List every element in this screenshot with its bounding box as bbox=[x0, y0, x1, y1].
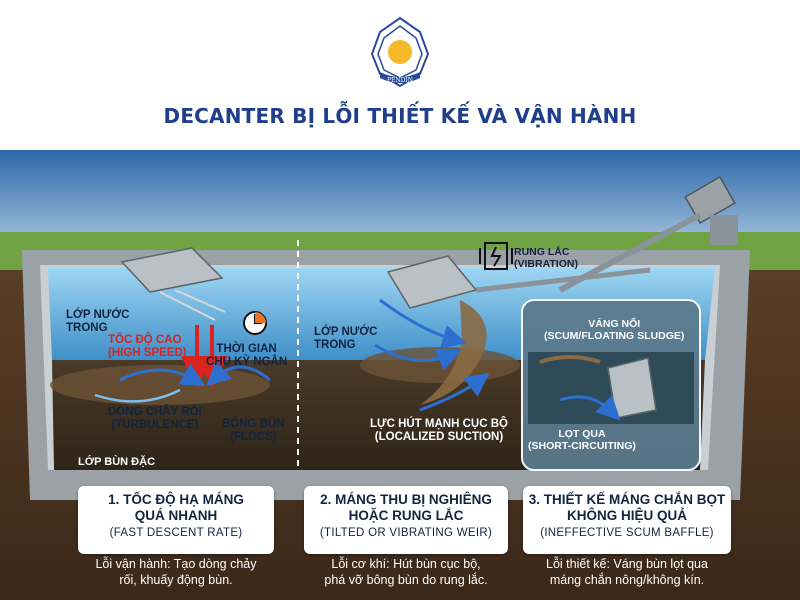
logo-icon: PENDIN bbox=[370, 16, 430, 88]
label-sludge-layer: LỚP BÙN ĐẶC bbox=[78, 456, 156, 468]
label-short-circuit: LỌT QUA (SHORT-CIRCUITING) bbox=[528, 428, 636, 453]
card-subtitle: (TILTED OR VIBRATING WEIR) bbox=[319, 527, 493, 540]
card-scum-baffle: 3. THIẾT KẾ MÁNG CHẮN BỌT KHÔNG HIỆU QUẢ… bbox=[523, 486, 731, 554]
page-title: DECANTER BỊ LỖI THIẾT KẾ VÀ VẬN HÀNH bbox=[163, 104, 637, 128]
label-clear-water-2: LỚP NƯỚC TRONG bbox=[314, 326, 378, 352]
note-mechanical: Lỗi cơ khí: Hút bùn cục bộ, phá vỡ bông … bbox=[324, 557, 488, 588]
note-design: Lỗi thiết kế: Váng bùn lọt qua máng chắn… bbox=[546, 557, 708, 588]
label-flocs: BÔNG BÙN (FLOCS) bbox=[222, 418, 285, 444]
logo-text: PENDIN bbox=[387, 77, 413, 84]
label-cycle-time: THỜI GIAN CHU KỲ NGẮN bbox=[206, 343, 288, 369]
card-title: 2. MÁNG THU BỊ NGHIÊNG HOẶC RUNG LẮC bbox=[320, 492, 492, 524]
label-high-speed: TỐC ĐỘ CAO (HIGH SPEED) bbox=[108, 334, 187, 360]
card-tilted-weir: 2. MÁNG THU BỊ NGHIÊNG HOẶC RUNG LẮC (TI… bbox=[304, 486, 508, 554]
decanter-actuator bbox=[558, 175, 738, 293]
decanter-weir-2 bbox=[386, 255, 651, 309]
label-suction: LỰC HÚT MẠNH CỤC BỘ (LOCALIZED SUCTION) bbox=[370, 418, 508, 444]
header: PENDIN DECANTER BỊ LỖI THIẾT KẾ VÀ VẬN H… bbox=[0, 0, 800, 150]
card-title: 1. TỐC ĐỘ HẠ MÁNG QUÁ NHANH bbox=[108, 492, 244, 524]
label-scum: VÁNG NỔI (SCUM/FLOATING SLUDGE) bbox=[544, 318, 685, 343]
card-fast-descent: 1. TỐC ĐỘ HẠ MÁNG QUÁ NHANH (FAST DESCEN… bbox=[78, 486, 274, 554]
decanter-weir-1 bbox=[120, 247, 226, 321]
clock-icon bbox=[243, 311, 267, 335]
label-turbulence: DÒNG CHẢY RỐI (TURBULENCE) bbox=[108, 406, 202, 432]
label-clear-water-1: LỚP NƯỚC TRONG bbox=[66, 309, 130, 335]
card-subtitle: (FAST DESCENT RATE) bbox=[109, 527, 243, 540]
vibration-icon bbox=[479, 242, 513, 270]
label-vibration: RUNG LẮC (VIBRATION) bbox=[514, 246, 578, 271]
card-subtitle: (INEFFECTIVE SCUM BAFFLE) bbox=[540, 527, 714, 540]
note-operation: Lỗi vận hành: Tạo dòng chảy rối, khuấy đ… bbox=[95, 557, 257, 588]
card-title: 3. THIẾT KẾ MÁNG CHẮN BỌT KHÔNG HIỆU QUẢ bbox=[528, 492, 726, 524]
